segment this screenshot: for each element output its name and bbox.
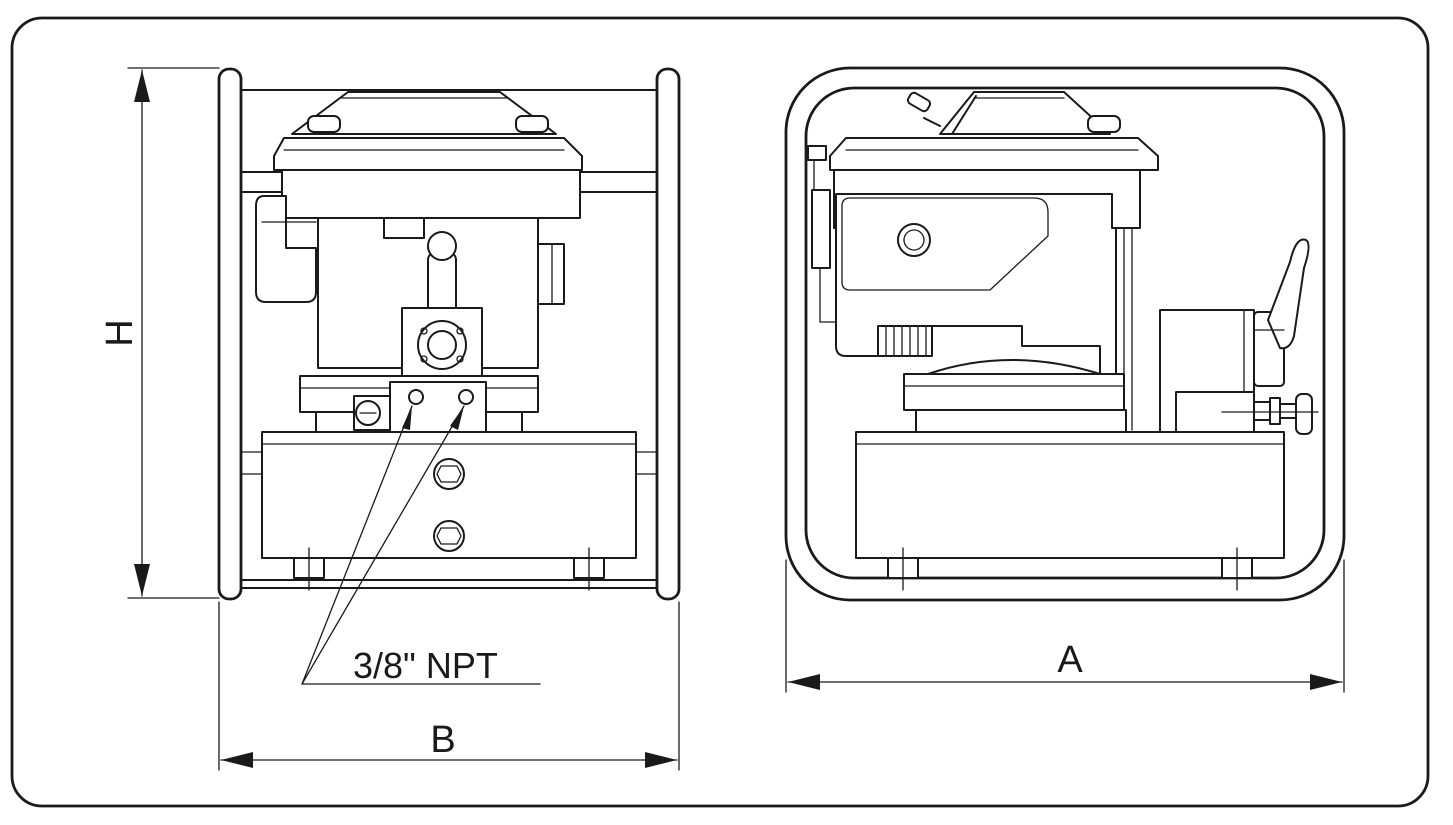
- cage-left-tube: [217, 67, 243, 601]
- width-side-label: A: [1057, 639, 1083, 681]
- side-valve-handle: [1267, 238, 1310, 350]
- side-reservoir-tank: [855, 431, 1285, 559]
- port-b: [458, 389, 474, 405]
- dimension-a: A: [785, 559, 1345, 693]
- width-front-label: B: [430, 719, 455, 761]
- dimension-h: H: [99, 67, 220, 599]
- port-size-label: 3/8" NPT: [353, 645, 498, 686]
- lifting-lug-right: [515, 115, 549, 133]
- lifting-lug-left: [307, 115, 341, 133]
- npt-callout: 3/8" NPT: [301, 405, 541, 686]
- outer-frame: [10, 16, 1430, 808]
- side-cage-inner: [804, 86, 1326, 580]
- motor-body: [281, 169, 581, 219]
- front-view: [217, 67, 681, 601]
- motor-dome: [291, 91, 557, 135]
- height-label: H: [99, 319, 141, 346]
- port-a: [408, 389, 424, 405]
- side-cage-outer: [784, 66, 1346, 602]
- cage-right-tube: [655, 67, 681, 601]
- side-view: [784, 66, 1346, 602]
- dimension-b: B: [218, 601, 680, 771]
